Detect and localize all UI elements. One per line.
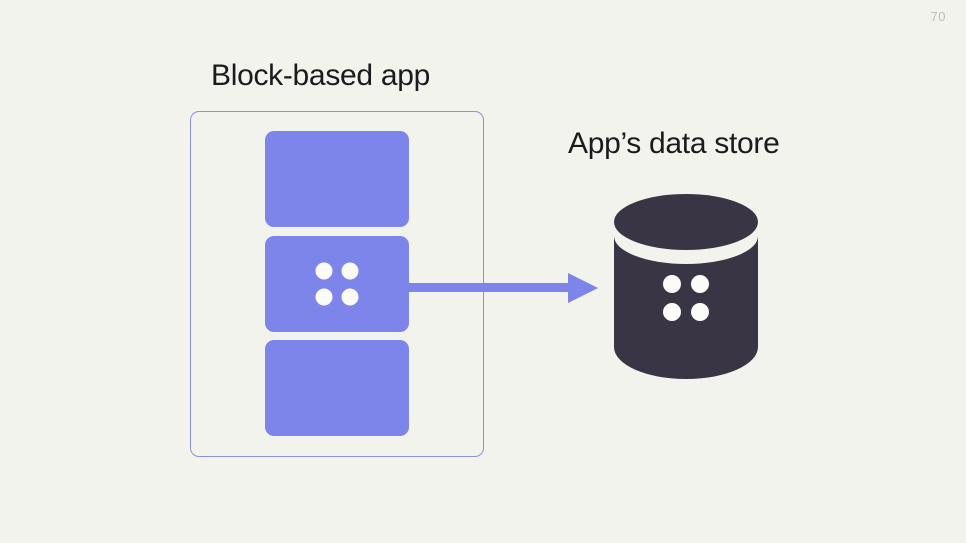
datastore-dot [663, 303, 681, 321]
page-title-block-based-app: Block-based app [211, 59, 430, 92]
datastore-label: App’s data store [568, 127, 780, 160]
datastore-dot [663, 275, 681, 293]
data-dot [315, 262, 333, 280]
datastore-dot [691, 275, 709, 293]
app-block-top [265, 131, 409, 227]
data-dots-icon [315, 262, 359, 306]
data-dot [341, 288, 359, 306]
datastore-dot [691, 303, 709, 321]
datastore-data-dots-icon [663, 275, 709, 321]
app-block-middle [265, 236, 409, 332]
data-dot [341, 262, 359, 280]
data-flow-arrow-icon [408, 273, 598, 303]
app-block-bottom [265, 340, 409, 436]
data-dot [315, 288, 333, 306]
database-cylinder-icon [614, 194, 758, 379]
page-number: 70 [930, 9, 946, 24]
